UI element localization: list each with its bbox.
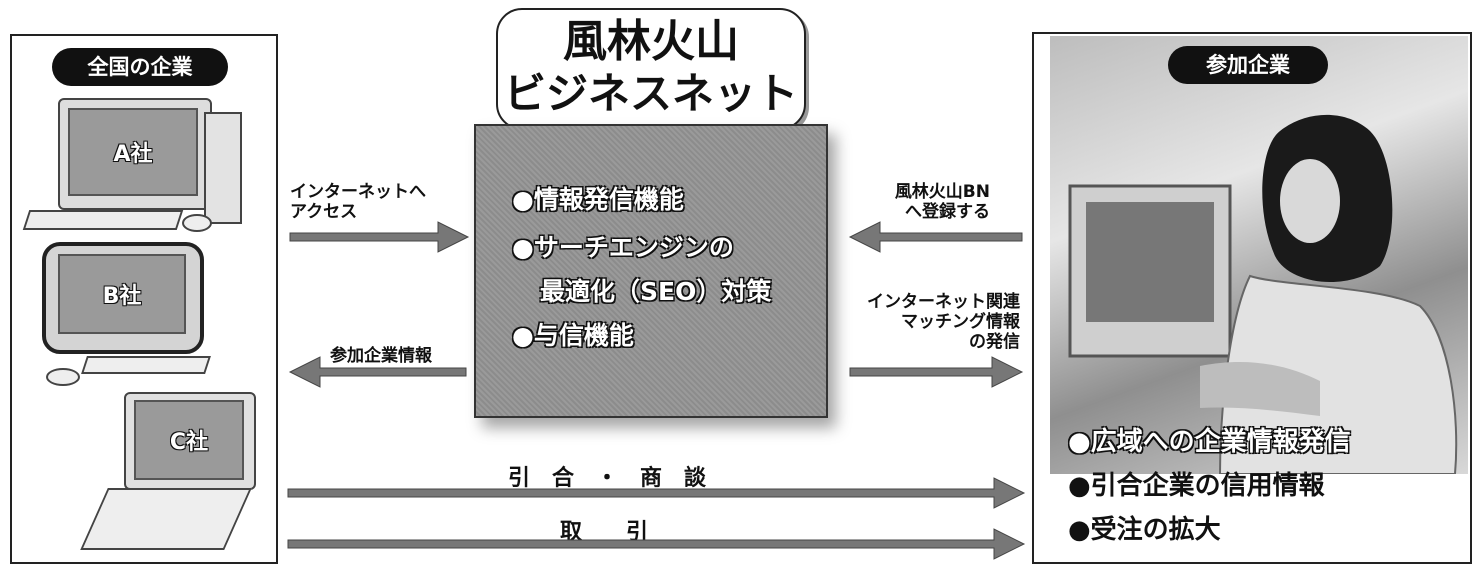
- arrow-matching-info: [849, 356, 1024, 388]
- register-label: 風林火山BN へ登録する: [894, 182, 990, 222]
- benefit-credit-info: ●引合企業の信用情報: [1068, 471, 1325, 501]
- feature-seo-cont: 最適化（SEO）対策: [540, 277, 772, 306]
- arrow-internet-access: [289, 221, 470, 253]
- service-title-line2: ビジネスネット: [503, 69, 798, 118]
- mouse-icon: [182, 214, 212, 232]
- matching-info-label: インターネット関連 マッチング情報 の発信: [867, 292, 1020, 352]
- arrow-transaction: [287, 528, 1026, 560]
- computer-b: B社: [18, 240, 258, 390]
- arrow-inquiry-negotiation: [287, 477, 1026, 509]
- mouse-icon: [46, 368, 80, 386]
- feature-seo: ●サーチエンジンの: [512, 233, 734, 262]
- benefit-wide-area-info: ●広域への企業情報発信: [1068, 427, 1351, 457]
- woman-silhouette-icon: [1068, 114, 1458, 475]
- woman-at-computer-photo: [1050, 36, 1468, 475]
- company-a-label: A社: [113, 142, 153, 167]
- inquiry-negotiation-label: 引 合 ・ 商 談: [508, 466, 707, 491]
- nationwide-companies-badge: 全国の企業: [52, 48, 228, 86]
- computer-c: C社: [18, 392, 258, 558]
- feature-info-dissemination: ●情報発信機能: [512, 185, 684, 214]
- company-info-label: 参加企業情報: [330, 346, 432, 366]
- benefit-order-expansion: ●受注の拡大: [1068, 515, 1221, 545]
- company-c-screen: C社: [134, 400, 244, 480]
- arrow-company-info: [288, 356, 467, 388]
- service-features-box: [474, 124, 828, 418]
- internet-access-label: インターネットへ アクセス: [290, 182, 426, 222]
- tower-icon: [204, 112, 242, 224]
- service-title-line1: 風林火山: [563, 16, 739, 67]
- company-a-screen: A社: [68, 108, 198, 196]
- arrow-register: [848, 221, 1023, 253]
- company-c-label: C社: [169, 430, 209, 455]
- participating-companies-badge: 参加企業: [1168, 46, 1328, 84]
- feature-credit: ●与信機能: [512, 321, 634, 350]
- service-title: 風林火山 ビジネスネット: [496, 8, 806, 130]
- company-b-screen: B社: [58, 254, 186, 334]
- computer-a: A社: [18, 98, 258, 238]
- company-b-label: B社: [102, 284, 142, 309]
